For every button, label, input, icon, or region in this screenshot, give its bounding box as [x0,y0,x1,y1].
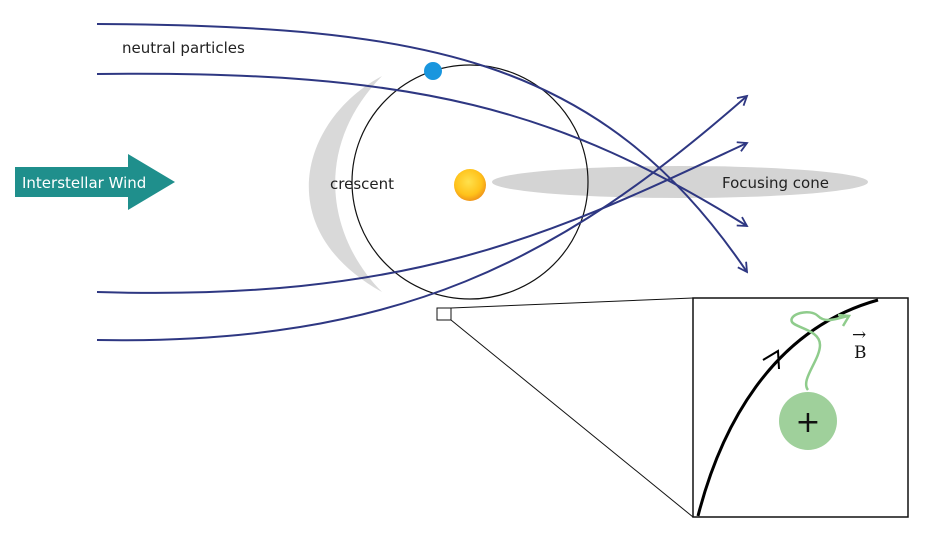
trajectory-upper-1 [96,23,749,274]
crescent-label: crescent [330,175,394,193]
zoom-line-top [450,297,694,309]
focusing-cone [492,166,868,198]
interstellar-wind-arrow: Interstellar Wind [15,154,175,210]
gyration-path [790,311,849,391]
trajectory-lower-1 [96,141,749,294]
neutral-particles-label: neutral particles [122,39,245,57]
trajectory-upper-2 [96,72,749,227]
arrow-right-icon [15,154,175,210]
planet-orbit [351,64,589,300]
interstellar-wind-label: Interstellar Wind [22,174,146,192]
zoom-line-bottom [450,319,694,518]
field-direction-arrow [762,349,780,370]
planet-dot-icon [424,62,442,80]
trajectory-lower-2 [96,94,749,342]
magnetic-field-label: B [854,343,867,363]
field-vector-mark: → [852,325,866,345]
plus-icon [779,392,837,450]
crescent-shape [308,76,382,292]
ion-charge-label: + [795,405,820,440]
inset-panel: + → B [692,297,909,518]
focusing-cone-label: Focusing cone [722,174,829,192]
sun-icon [454,169,486,201]
zoom-region-marker [436,307,452,321]
gyration-arrow-head [837,313,852,327]
